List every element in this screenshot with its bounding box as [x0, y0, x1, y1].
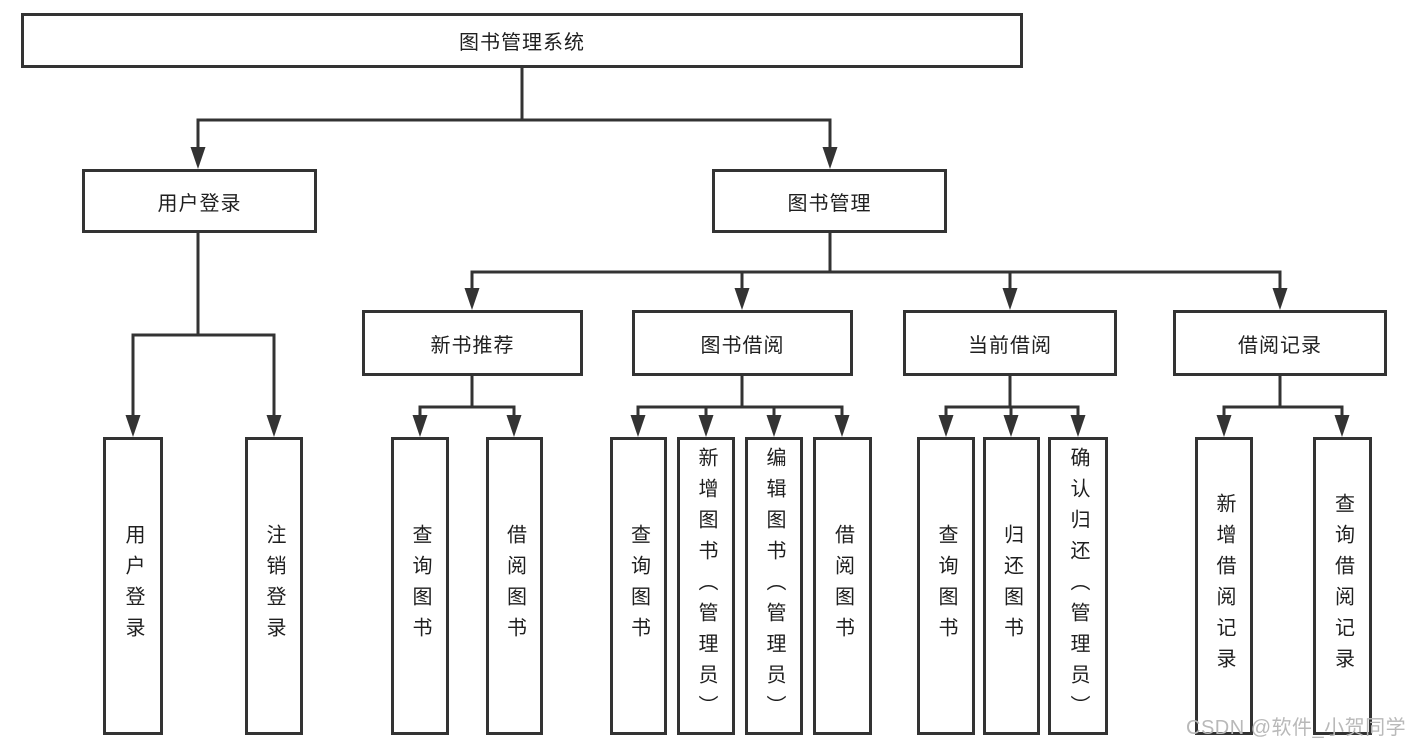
leaf-borrow-books-recommend: 借阅图书	[486, 437, 543, 735]
leaf-label: 新增图书（管理员）	[695, 446, 717, 726]
node-borrow-records: 借阅记录	[1173, 310, 1387, 376]
leaf-query-borrow-record: 查询借阅记录	[1313, 437, 1372, 735]
leaf-label: 注销登录	[263, 524, 285, 648]
leaf-query-books-borrow: 查询图书	[610, 437, 667, 735]
node-label: 用户登录	[157, 192, 242, 215]
leaf-user-login: 用户登录	[103, 437, 163, 735]
leaf-add-book-admin: 新增图书（管理员）	[677, 437, 735, 735]
node-book-management-branch: 图书管理	[712, 169, 947, 233]
node-label: 图书管理	[787, 192, 872, 215]
node-label: 图书管理系统	[459, 32, 585, 54]
leaf-query-books-recommend: 查询图书	[391, 437, 449, 735]
leaf-label: 编辑图书（管理员）	[763, 446, 785, 726]
node-book-borrow: 图书借阅	[632, 310, 853, 376]
leaf-label: 确认归还（管理员）	[1067, 446, 1089, 726]
leaf-label: 查询图书	[627, 524, 650, 648]
leaf-label: 查询图书	[935, 524, 957, 648]
node-user-login-branch: 用户登录	[82, 169, 317, 233]
node-label: 图书借阅	[700, 334, 785, 357]
leaf-label: 查询图书	[409, 524, 431, 648]
node-label: 当前借阅	[968, 334, 1052, 357]
leaf-logout-login: 注销登录	[245, 437, 303, 735]
leaf-label: 用户登录	[122, 524, 144, 648]
leaf-label: 查询借阅记录	[1331, 493, 1354, 679]
leaf-label: 借阅图书	[831, 524, 854, 648]
node-library-system: 图书管理系统	[21, 13, 1023, 68]
leaf-label: 归还图书	[1000, 524, 1023, 648]
node-new-book-recommend: 新书推荐	[362, 310, 583, 376]
leaf-query-books-current: 查询图书	[917, 437, 975, 735]
leaf-edit-book-admin: 编辑图书（管理员）	[745, 437, 803, 735]
leaf-confirm-return-admin: 确认归还（管理员）	[1048, 437, 1108, 735]
node-label: 借阅记录	[1238, 334, 1322, 357]
leaf-label: 借阅图书	[503, 524, 526, 648]
leaf-borrow-books: 借阅图书	[813, 437, 872, 735]
csdn-watermark: CSDN @软件_小贺同学	[1186, 717, 1405, 739]
leaf-return-book: 归还图书	[983, 437, 1040, 735]
leaf-label: 新增借阅记录	[1213, 493, 1235, 679]
node-current-borrow: 当前借阅	[903, 310, 1117, 376]
leaf-add-borrow-record: 新增借阅记录	[1195, 437, 1253, 735]
node-label: 新书推荐	[430, 334, 515, 357]
